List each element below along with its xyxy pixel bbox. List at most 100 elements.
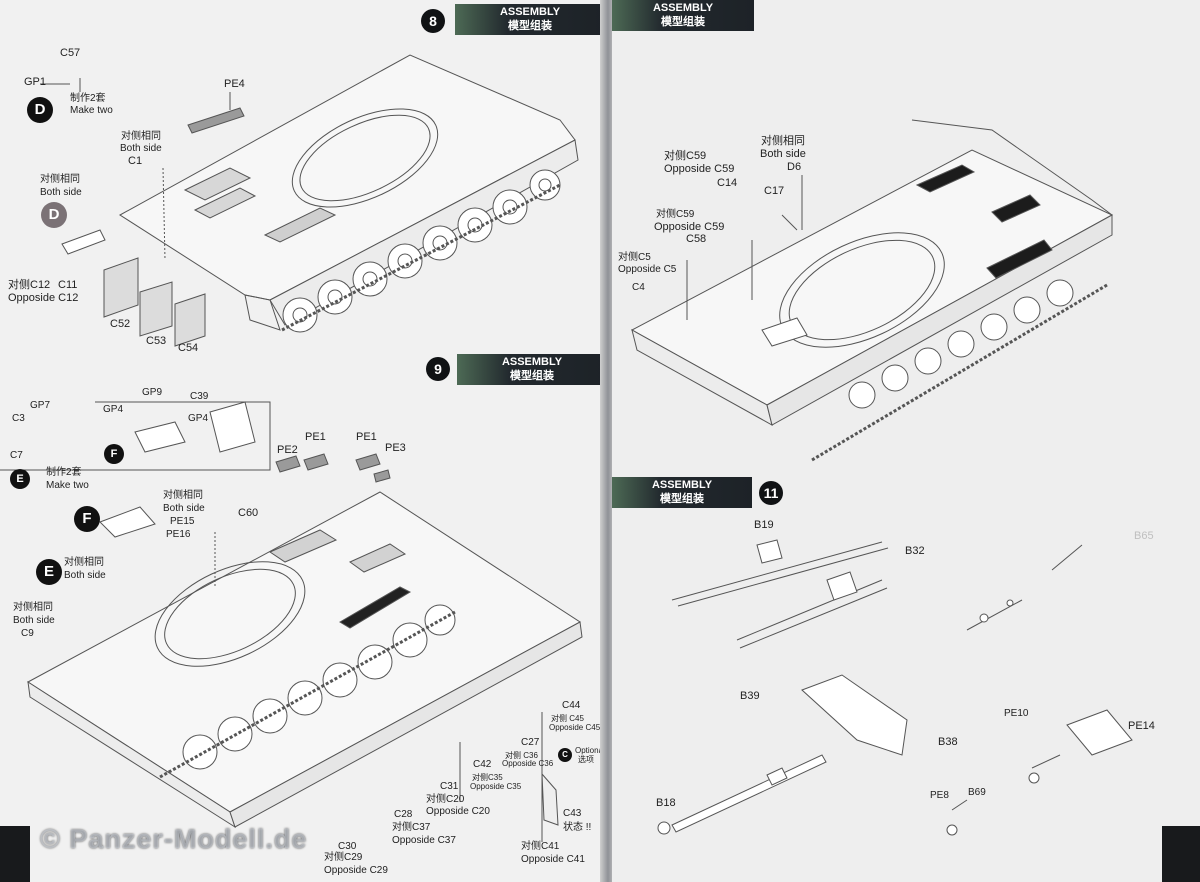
label-opposide-c12-en: Opposide C12: [8, 292, 79, 304]
step-11-header: ASSEMBLY 模型组装: [612, 477, 752, 508]
label-opposide-c59-cn-2: 对侧C59: [656, 209, 695, 220]
label-both-side-en-1: Both side: [120, 143, 162, 154]
page-corner-dark: [0, 826, 30, 882]
label-opposide-c20-cn: 对侧C20: [426, 794, 465, 805]
label-gp7: GP7: [30, 400, 51, 411]
step-10-tank-drawing: [630, 119, 1114, 462]
label-pe2: PE2: [277, 444, 298, 456]
label-opposide-c35-en: Opposide C35: [470, 782, 522, 791]
label-c44: C44: [562, 700, 581, 711]
label-both-side-cn-e: 对侧相同: [64, 557, 104, 568]
label-both-side-cn-1: 对侧相同: [121, 131, 161, 142]
label-optional-cn: 选项: [578, 755, 594, 764]
header-assembly-cn: 模型组装: [660, 493, 704, 505]
label-c57: C57: [60, 47, 81, 59]
header-assembly-en: ASSEMBLY: [501, 356, 563, 368]
label-both-side-cn-10: 对侧相同: [761, 135, 805, 147]
header-assembly-cn: 模型组装: [661, 16, 705, 28]
label-both-side-en-c9: Both side: [13, 615, 55, 626]
label-c14: C14: [717, 177, 738, 189]
step-9-tank-drawing: [0, 401, 583, 842]
label-both-side-en-f: Both side: [163, 503, 205, 514]
label-make-two-en-9: Make two: [46, 480, 89, 491]
label-opposide-c29-cn: 对侧C29: [324, 852, 363, 863]
label-make-two-cn-9: 制作2套: [46, 467, 82, 478]
label-opposide-c5-en: Opposide C5: [618, 264, 677, 275]
label-c58: C58: [686, 233, 707, 245]
badge-d: D: [27, 97, 53, 123]
label-pe16: PE16: [166, 529, 191, 540]
label-pe10: PE10: [1004, 708, 1029, 719]
badge-f: F: [74, 506, 100, 532]
label-b65: B65: [1134, 530, 1154, 542]
label-opposide-c45-cn: 对侧 C45: [551, 714, 584, 723]
header-assembly-en: ASSEMBLY: [499, 6, 561, 18]
label-gp4-b: GP4: [188, 413, 209, 424]
label-c11: C11: [58, 279, 78, 291]
label-state-cn: 状态 !!: [563, 822, 592, 833]
label-pe4: PE4: [224, 78, 245, 90]
pe-plates-step9: [275, 453, 391, 483]
label-c53: C53: [146, 335, 167, 347]
watermark: © Panzer-Modell.de: [40, 824, 308, 854]
label-pe14: PE14: [1128, 720, 1155, 732]
label-opposide-c29-en: Opposide C29: [324, 865, 388, 876]
label-c43: C43: [563, 808, 582, 819]
label-c27: C27: [521, 737, 540, 748]
right-page: ASSEMBLY 模型组装: [612, 0, 1200, 882]
label-c17: C17: [764, 185, 785, 197]
badge-d-grey: D: [41, 202, 67, 228]
label-c1: C1: [128, 155, 143, 167]
label-c30: C30: [338, 841, 357, 852]
label-opposide-c20-en: Opposide C20: [426, 806, 490, 817]
label-c42: C42: [473, 759, 492, 770]
label-opposide-c36-cn: 对侧 C36: [505, 751, 538, 760]
step-9-number: 9: [426, 357, 450, 381]
label-b32: B32: [905, 545, 925, 557]
label-opposide-c37-cn: 对侧C37: [392, 822, 431, 833]
header-assembly-cn: 模型组装: [510, 370, 554, 382]
label-opposide-c41-cn: 对侧C41: [521, 841, 560, 852]
label-d6: D6: [787, 161, 802, 173]
step-9-header: ASSEMBLY 模型组装: [457, 354, 607, 385]
label-c3: C3: [12, 413, 25, 424]
label-make-two-en: Make two: [70, 105, 113, 116]
header-assembly-en: ASSEMBLY: [652, 2, 714, 14]
label-c54: C54: [178, 342, 199, 354]
badge-f-small: F: [104, 444, 124, 464]
label-opposide-c59-en-1: Opposide C59: [664, 163, 735, 175]
label-both-side-en-2: Both side: [40, 187, 82, 198]
page-corner-dark-right: [1162, 826, 1200, 882]
label-opposide-c5-cn: 对侧C5: [618, 252, 651, 263]
label-opposide-c45-en: Opposide C45: [549, 723, 601, 732]
header-assembly-cn: 模型组装: [508, 20, 552, 32]
label-gp9: GP9: [142, 387, 163, 398]
label-pe1-b: PE1: [356, 431, 377, 443]
label-b19: B19: [754, 519, 774, 531]
step-8-number: 8: [421, 9, 445, 33]
label-gp4-a: GP4: [103, 404, 124, 415]
label-pe1-a: PE1: [305, 431, 326, 443]
label-opposide-c59-cn-1: 对侧C59: [664, 150, 707, 162]
label-both-side-cn-f: 对侧相同: [163, 490, 203, 501]
label-opposide-c59-en-2: Opposide C59: [654, 221, 725, 233]
label-gp1: GP1: [24, 76, 47, 88]
label-both-side-cn-2: 对侧相同: [40, 174, 80, 185]
step-11-number: 11: [759, 481, 783, 505]
badge-e-small: E: [10, 469, 30, 489]
label-make-two-cn: 制作2套: [70, 93, 106, 104]
optional-icon: C: [558, 748, 572, 762]
label-c39: C39: [190, 391, 209, 402]
c43-part-drawing: [541, 772, 559, 826]
label-opposide-c12-cn: 对侧C12: [8, 279, 51, 291]
label-c31: C31: [440, 781, 459, 792]
label-both-side-en-10: Both side: [760, 148, 806, 160]
label-c28: C28: [394, 809, 413, 820]
label-b69: B69: [968, 787, 986, 798]
header-assembly-en: ASSEMBLY: [651, 479, 713, 491]
label-opposide-c37-en: Opposide C37: [392, 835, 456, 846]
label-c52: C52: [110, 318, 131, 330]
label-both-side-cn-c9: 对侧相同: [13, 602, 53, 613]
label-both-side-en-e: Both side: [64, 570, 106, 581]
